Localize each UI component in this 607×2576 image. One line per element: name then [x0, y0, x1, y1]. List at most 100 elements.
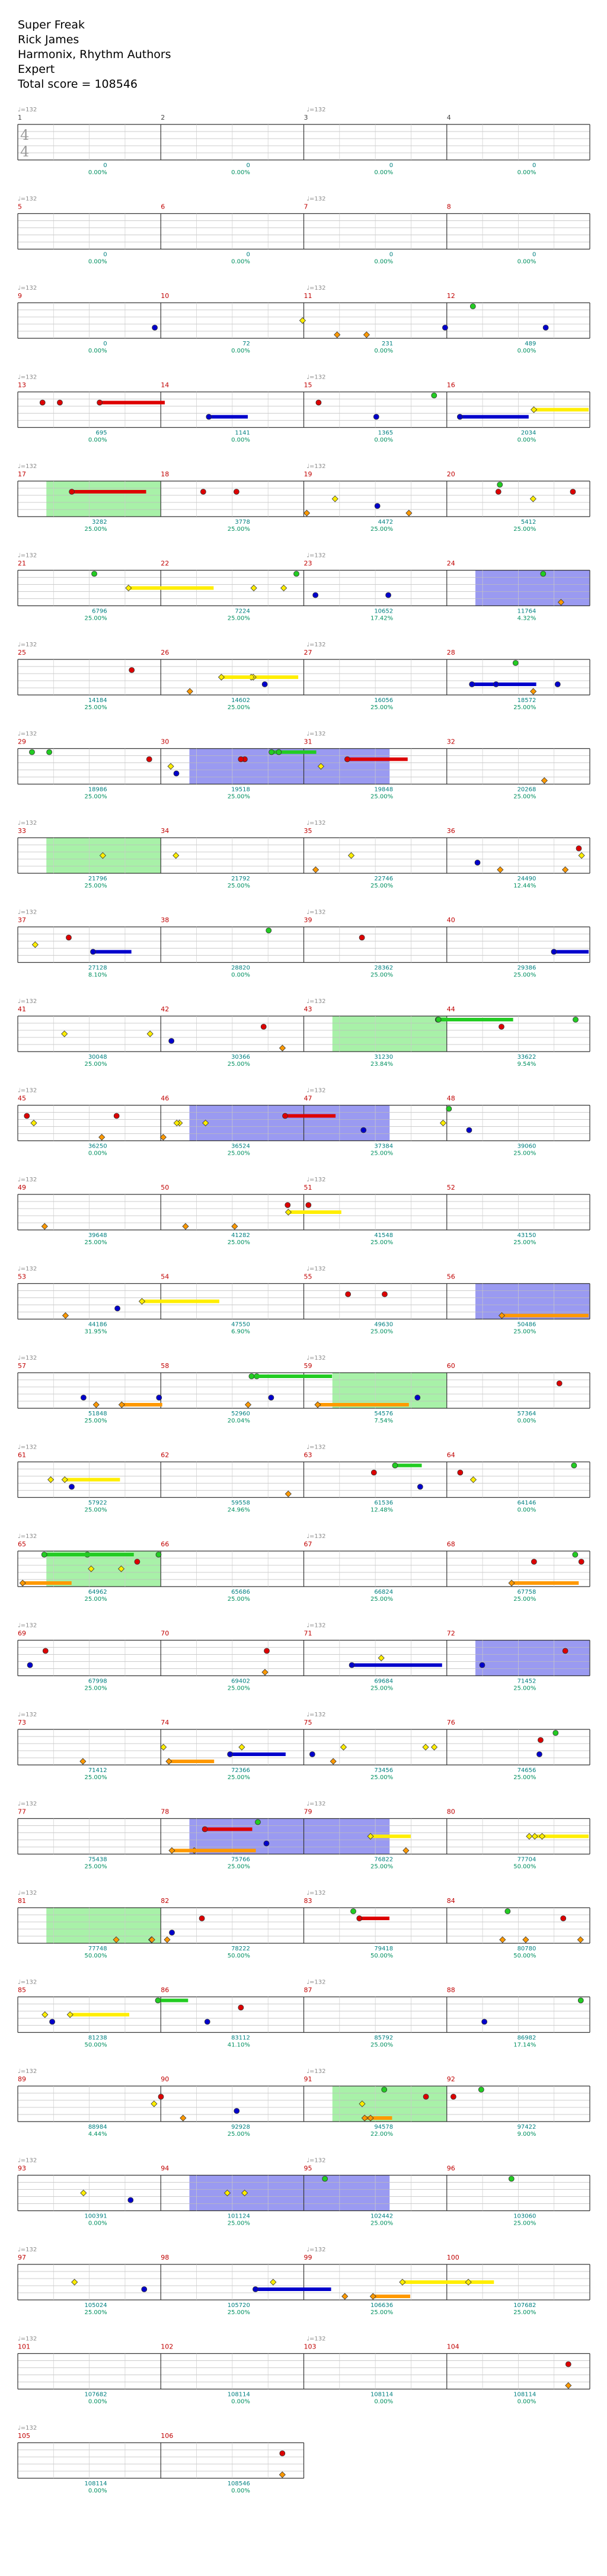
- cumulative-score: 30366: [231, 1054, 250, 1060]
- measure-number: 14: [161, 382, 169, 389]
- cumulative-score: 37384: [374, 1143, 393, 1150]
- note-gem: [349, 1662, 355, 1668]
- measure-number: 83: [304, 1897, 312, 1905]
- sustain-tail: [92, 950, 132, 954]
- percent-label: 25.00%: [84, 883, 107, 889]
- cumulative-score: 0: [247, 162, 250, 169]
- note-gem: [92, 1401, 100, 1408]
- cumulative-score: 71452: [517, 1678, 536, 1685]
- tempo-marker: ♩=132: [18, 1088, 37, 1094]
- cumulative-score: 19848: [374, 787, 393, 793]
- sustain-tail: [472, 683, 536, 686]
- measure-number: 75: [304, 1719, 312, 1726]
- note-gem: [223, 2189, 231, 2197]
- note-gem: [264, 1648, 270, 1654]
- percent-label: 25.00%: [370, 1151, 393, 1157]
- cumulative-score: 105720: [228, 2302, 250, 2309]
- measure-number: 60: [447, 1362, 455, 1370]
- sustain-tail: [288, 1210, 341, 1214]
- measure-number: 35: [304, 827, 312, 835]
- measure-number: 92: [447, 2075, 455, 2083]
- note-gem: [61, 1476, 68, 1484]
- percent-label: 25.00%: [84, 2309, 107, 2316]
- percent-label: 0.00%: [374, 259, 393, 265]
- measure-number: 48: [447, 1095, 455, 1103]
- note-gem: [499, 1936, 506, 1943]
- measure-number: 26: [161, 649, 169, 656]
- cumulative-score: 44186: [88, 1322, 107, 1328]
- note-gem: [118, 1401, 125, 1408]
- note-gem: [442, 325, 448, 331]
- percent-label: 25.00%: [228, 704, 250, 711]
- note-gem: [66, 2011, 74, 2018]
- note-gem: [263, 1840, 270, 1847]
- note-gem: [340, 1744, 347, 1751]
- note-gem: [469, 681, 475, 687]
- note-gem: [279, 1045, 286, 1052]
- cumulative-score: 83112: [231, 2035, 250, 2042]
- percent-label: 0.00%: [231, 169, 250, 176]
- note-gem: [49, 2018, 55, 2025]
- staff-row: 97♩=13210502425.00%9810572025.00%99♩=132…: [17, 2247, 590, 2316]
- note-gem: [167, 762, 174, 770]
- note-gem: [474, 860, 481, 866]
- percent-label: 0.00%: [231, 972, 250, 979]
- measure-number: 81: [18, 1897, 26, 1905]
- note-gem: [30, 1119, 37, 1127]
- phrase-zone: [475, 1283, 590, 1319]
- cumulative-score: 22746: [374, 876, 393, 882]
- sustain-tail: [370, 1834, 411, 1838]
- tempo-marker: ♩=132: [306, 1623, 325, 1629]
- sustain-tail: [253, 675, 299, 679]
- measure-number: 40: [447, 917, 455, 924]
- note-gem: [182, 1223, 189, 1230]
- percent-label: 0.00%: [88, 2488, 107, 2494]
- measure-number: 101: [18, 2343, 30, 2351]
- cumulative-score: 3778: [235, 519, 250, 526]
- note-gem: [117, 1565, 125, 1572]
- percent-label: 0.00%: [374, 2399, 393, 2405]
- song-title: Super Freak: [18, 18, 85, 31]
- percent-label: 0.00%: [231, 437, 250, 444]
- note-gem: [204, 2018, 210, 2025]
- note-gem: [347, 852, 355, 859]
- staff-row: 53♩=1324418631.95%54475506.90%55♩=132496…: [17, 1266, 590, 1335]
- note-gem: [19, 1579, 26, 1587]
- tempo-marker: ♩=132: [306, 1355, 325, 1361]
- tempo-marker: ♩=132: [18, 1890, 37, 1896]
- tempo-marker: ♩=132: [18, 2158, 37, 2164]
- percent-label: 23.84%: [370, 1061, 393, 1068]
- note-gem: [457, 1469, 464, 1476]
- note-gem: [322, 2175, 328, 2182]
- measure-number: 86: [161, 1987, 169, 1994]
- cumulative-score: 54576: [374, 1411, 393, 1417]
- percent-label: 25.00%: [370, 526, 393, 533]
- percent-label: 25.00%: [513, 2309, 536, 2316]
- percent-label: 0.00%: [88, 2399, 107, 2405]
- note-gem: [312, 866, 320, 873]
- tempo-marker: ♩=132: [306, 1890, 325, 1896]
- measure-number: 28: [447, 649, 455, 656]
- cumulative-score: 0: [532, 162, 536, 169]
- note-gem: [244, 1401, 252, 1408]
- staff-row: 49♩=1323964825.00%504128225.00%51♩=13241…: [17, 1177, 590, 1246]
- cumulative-score: 79418: [374, 1946, 393, 1952]
- note-gem: [186, 688, 193, 695]
- measure-number: 29: [18, 738, 26, 746]
- note-gem: [356, 1915, 363, 1921]
- staff-row: 69♩=1326799825.00%706940225.00%71♩=13269…: [17, 1623, 590, 1692]
- measure-number: 6: [161, 203, 165, 211]
- note-gem: [169, 1930, 175, 1936]
- note-gem: [542, 325, 549, 331]
- measure-number: 19: [304, 470, 312, 478]
- cumulative-score: 77748: [88, 1946, 107, 1952]
- note-gem: [554, 681, 561, 687]
- tempo-marker: ♩=132: [306, 2158, 325, 2164]
- sustain-tail: [352, 1663, 442, 1667]
- tempo-marker: ♩=132: [18, 2247, 37, 2253]
- note-gem: [27, 1662, 33, 1668]
- tempo-marker: ♩=132: [306, 553, 325, 559]
- sustain-tail: [128, 586, 214, 590]
- note-gem: [370, 1469, 377, 1476]
- note-gem: [57, 399, 63, 406]
